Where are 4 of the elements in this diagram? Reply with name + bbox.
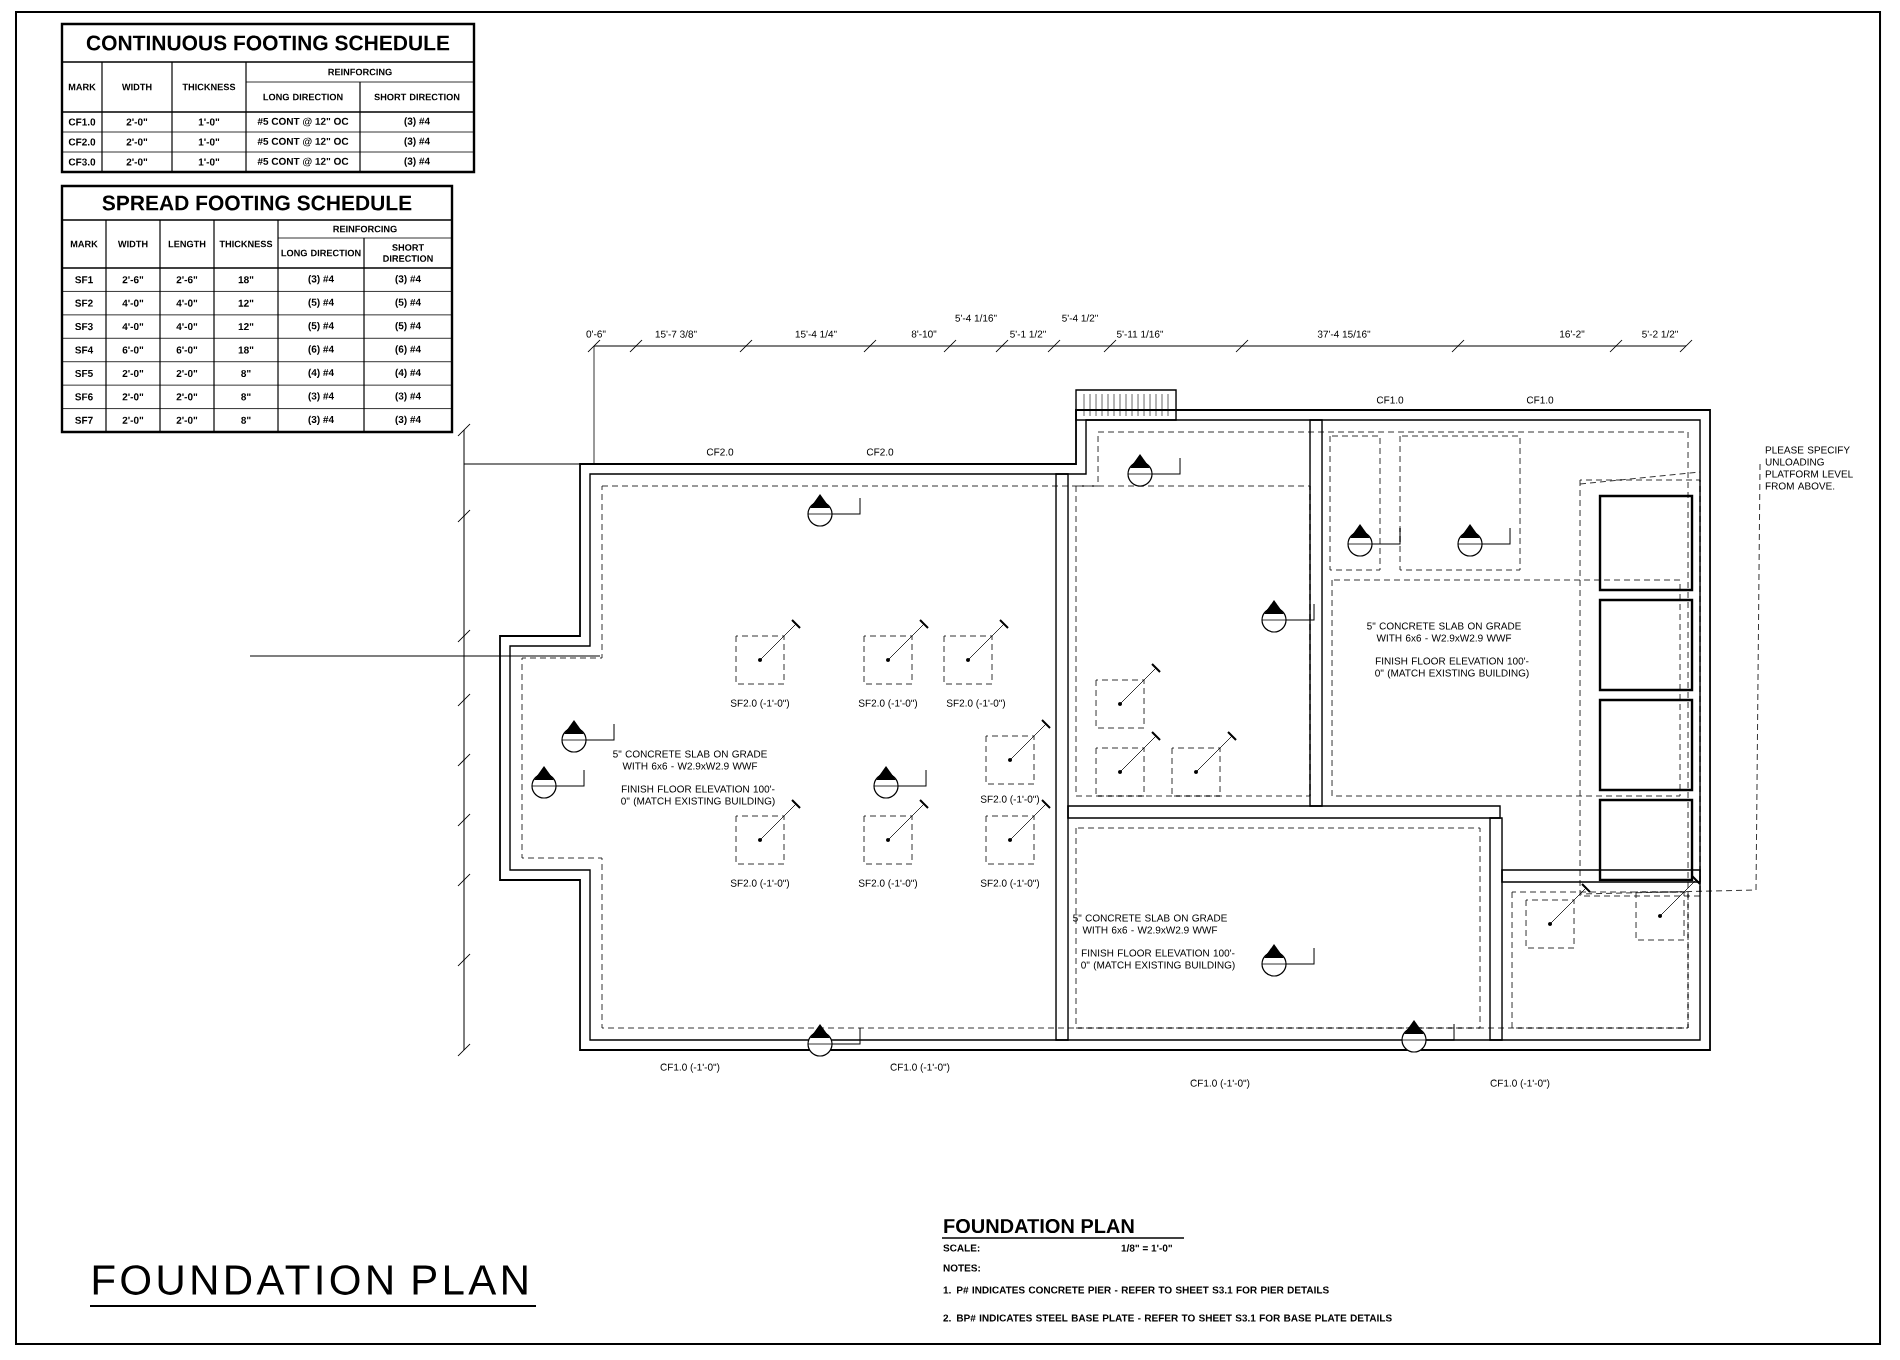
- table-title: SPREAD FOOTING SCHEDULE: [102, 195, 412, 211]
- drawing-title: FOUNDATION PLAN: [93, 1265, 527, 1295]
- plan-title: FOUNDATION PLAN: [944, 1218, 1134, 1234]
- table-title: CONTINUOUS FOOTING SCHEDULE: [86, 35, 450, 51]
